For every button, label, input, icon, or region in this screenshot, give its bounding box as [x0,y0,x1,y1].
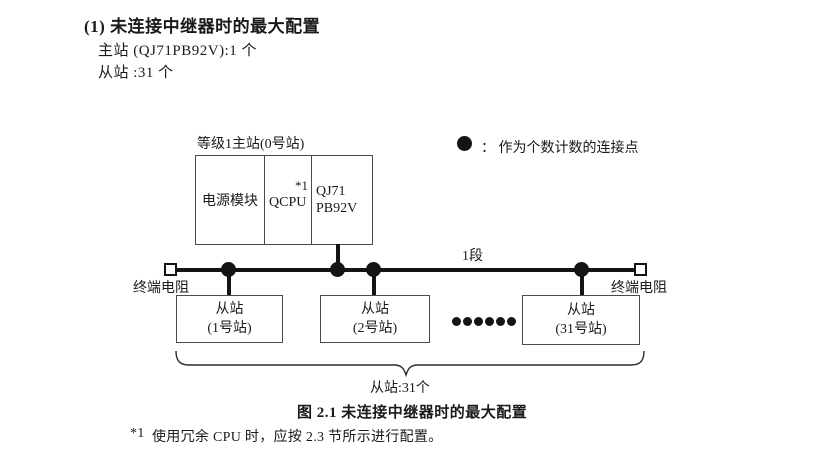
qcpu-cell: *1 QCPU [265,156,312,244]
slave-count-line: 从站 :31 个 [98,65,174,81]
brace-label: 从站:31个 [370,381,430,396]
connection-point-icon [457,136,472,151]
master-station-box: 电源模块 *1 QCPU QJ71 PB92V [195,155,373,245]
segment-label: 1段 [462,249,483,264]
slave1-station-no: (1号站) [207,321,252,336]
slave-box-31: 从站 (31号站) [522,295,640,345]
terminator-left-icon [164,263,177,276]
qcpu-label: QCPU [269,195,307,210]
footnote: *1 使用冗余 CPU 时，应按 2.3 节所示进行配置。 [130,426,443,446]
slave2-drop-line [372,268,376,296]
power-module-label: 电源模块 [202,194,258,209]
bus-line [171,268,640,272]
slave31-drop-line [580,268,584,296]
connection-dot-master [330,262,345,277]
slave1-name: 从站 [215,302,244,317]
master-drop-line [336,244,340,270]
slave-box-1: 从站 (1号站) [176,295,283,343]
footnote-marker: *1 [130,426,145,441]
figure-caption: 图 2.1 未连接中继器时的最大配置 [297,405,528,421]
slave-box-2: 从站 (2号站) [320,295,430,343]
power-module-cell: 电源模块 [196,156,265,244]
cpu-footnote-marker: *1 [295,178,308,193]
terminator-left-label: 终端电阻 [133,281,189,296]
underbrace-icon [175,351,645,379]
slave1-drop-line [227,268,231,296]
pb92v-cell: QJ71 PB92V [312,156,370,244]
master-count-line: 主站 (QJ71PB92V):1 个 [98,43,258,59]
slave2-name: 从站 [361,302,389,317]
ellipsis-icon [452,317,516,326]
section-title: (1) 未连接中继器时的最大配置 [84,17,321,36]
module-name-line1: QJ71 [316,184,346,199]
slave2-station-no: (2号站) [352,321,398,336]
terminator-right-label: 终端电阻 [611,281,667,296]
master-station-label: 等级1主站(0号站) [197,137,305,152]
terminator-right-icon [634,263,647,276]
module-name-line2: PB92V [316,201,358,216]
slave31-station-no: (31号站) [555,322,607,337]
legend-text: ： 作为个数计数的连接点 [481,141,639,156]
slave31-name: 从站 [567,303,595,318]
footnote-text: 使用冗余 CPU 时，应按 2.3 节所示进行配置。 [152,430,443,445]
